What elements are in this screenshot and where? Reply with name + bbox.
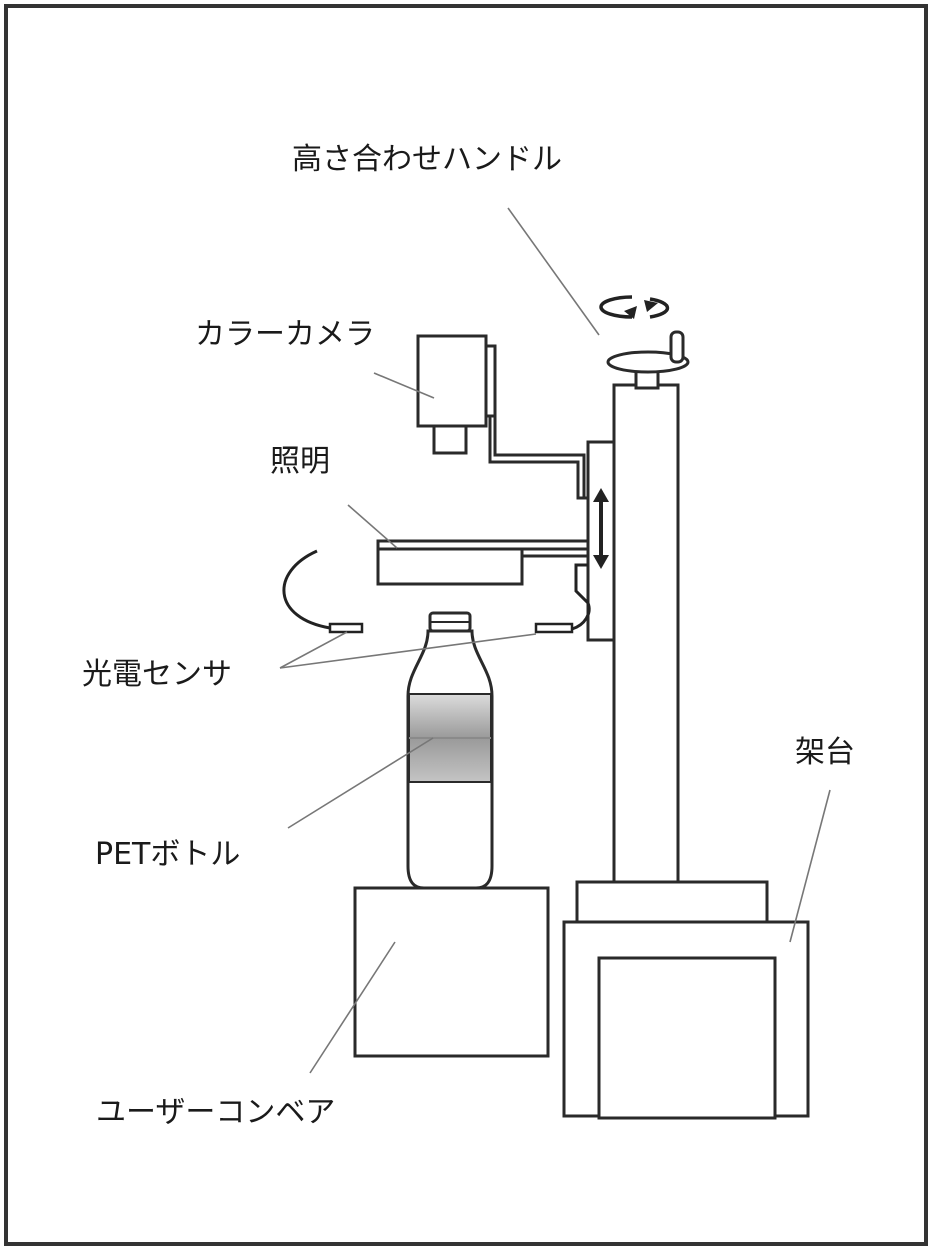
frame [562, 880, 810, 1120]
leader-line-handle [507, 207, 600, 336]
pet-bottle [406, 611, 494, 890]
up-down-arrow-icon [593, 488, 609, 569]
label-pet-bottle: PETボトル [95, 837, 241, 872]
user-conveyor [353, 886, 550, 1058]
leader-line-bottle [287, 737, 434, 829]
leader-line-sensor-right [279, 633, 537, 669]
support-column [612, 383, 680, 884]
label-frame: 架台 [795, 735, 855, 770]
photoelectric-sensor-right [534, 563, 591, 634]
leader-line-conveyor [309, 941, 396, 1074]
label-height-handle: 高さ合わせハンドル [292, 142, 562, 177]
rotation-arrow-icon [599, 295, 670, 319]
leader-line-sensor-left [279, 631, 348, 669]
label-lighting: 照明 [270, 444, 330, 479]
height-adjust-handle [606, 330, 690, 390]
leader-line-frame [789, 789, 831, 943]
lighting-unit [376, 539, 590, 586]
color-camera [416, 334, 588, 500]
label-user-conveyor: ユーザーコンベア [96, 1095, 336, 1130]
leader-line-lighting [347, 504, 398, 549]
leader-line-camera [373, 372, 435, 399]
label-color-camera: カラーカメラ [195, 317, 375, 352]
figure-border [4, 4, 928, 1246]
label-photo-sensor: 光電センサ [82, 657, 232, 692]
photoelectric-sensor-left [282, 549, 364, 634]
